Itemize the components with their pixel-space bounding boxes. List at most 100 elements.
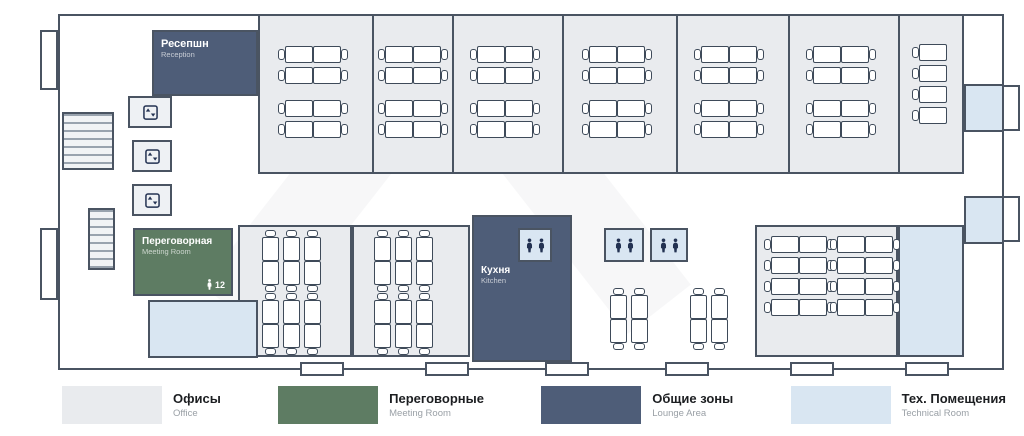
desk [690,295,707,319]
desk [690,319,707,343]
bottom-stub [905,362,949,376]
chair [694,124,701,135]
legend-item-technical: Тех. Помещения Technical Room [790,386,1006,424]
desk [837,299,865,316]
chair [378,70,385,81]
chair [398,348,409,355]
chair [714,343,725,350]
desk [799,299,827,316]
person-icon [207,279,212,290]
wc-room [518,228,552,262]
desk [505,121,533,138]
chair [912,47,919,58]
chair [307,230,318,237]
desk [395,237,412,261]
desk [313,121,341,138]
desk [729,100,757,117]
chair [645,70,652,81]
chair [278,124,285,135]
desk [285,46,313,63]
desk [841,100,869,117]
desk [283,324,300,348]
chair [533,70,540,81]
chair [645,124,652,135]
desk [865,257,893,274]
legend-swatch-office [62,386,162,424]
chair [286,293,297,300]
desk [395,261,412,285]
desk [304,237,321,261]
desk [385,46,413,63]
legend: Офисы Office Переговорные Meeting Room О… [62,386,1006,424]
desk [374,300,391,324]
desk [313,100,341,117]
chair [265,348,276,355]
chair [307,293,318,300]
kitchen-subtitle: Kitchen [481,275,507,285]
chair [634,343,645,350]
desk [413,121,441,138]
office-band-top [258,14,964,174]
kitchen-title: Кухня [481,265,511,276]
desk [304,261,321,285]
desk [701,67,729,84]
chair [830,281,837,292]
desk [711,295,728,319]
desk [262,324,279,348]
desk [617,100,645,117]
desk [385,100,413,117]
wall [372,14,374,174]
wall [898,14,900,174]
desk [505,46,533,63]
chair [645,103,652,114]
desk [610,319,627,343]
chair [419,293,430,300]
desk [617,67,645,84]
chair [869,124,876,135]
chair [693,288,704,295]
legend-subtitle: Technical Room [901,408,970,420]
chair [419,230,430,237]
desk [395,300,412,324]
room-kitchen: Кухня Kitchen [472,215,572,362]
chair [441,124,448,135]
chair [470,70,477,81]
legend-subtitle: Meeting Room [389,408,451,420]
chair [694,103,701,114]
chair [377,348,388,355]
desk [477,67,505,84]
technical-room [964,84,1004,132]
chair [398,293,409,300]
desk [416,237,433,261]
desk [631,319,648,343]
chair [533,124,540,135]
chair [470,103,477,114]
chair [757,49,764,60]
desk [865,299,893,316]
elevator-room [132,184,172,216]
chair [893,281,900,292]
chair [533,49,540,60]
chair [582,124,589,135]
desk [919,65,947,82]
chair [378,49,385,60]
legend-title: Переговорные [389,390,484,406]
reception-title: Ресепшн [161,38,209,50]
chair [582,103,589,114]
chair [378,124,385,135]
chair [265,285,276,292]
chair [757,70,764,81]
chair [694,70,701,81]
chair [582,49,589,60]
desk [631,295,648,319]
chair [378,103,385,114]
chair [307,348,318,355]
legend-swatch-technical [790,386,891,424]
chair [912,110,919,121]
desk [729,121,757,138]
chair [265,293,276,300]
desk [919,107,947,124]
desk [304,324,321,348]
desk [413,46,441,63]
